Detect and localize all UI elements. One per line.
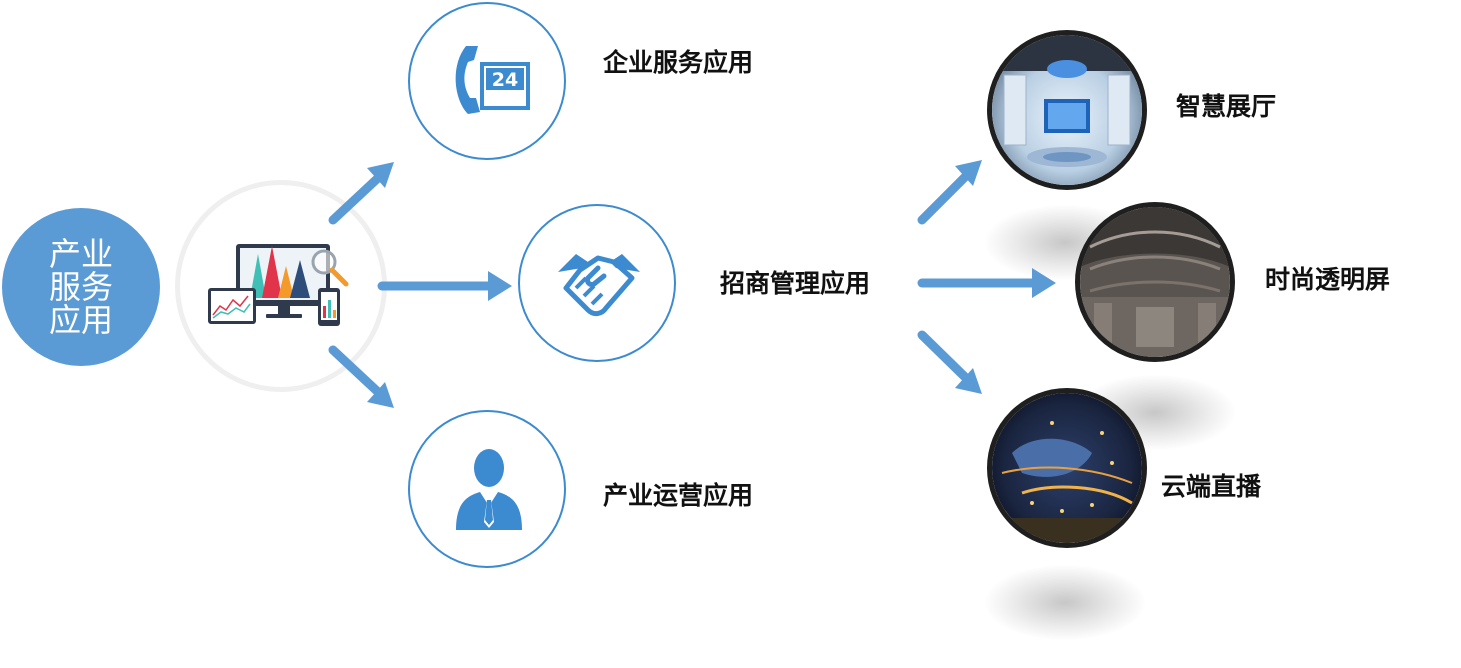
transparent-screen-photo[interactable] bbox=[1075, 202, 1235, 362]
arrowhead bbox=[488, 271, 512, 301]
investment-label: 招商管理应用 bbox=[720, 269, 871, 298]
arrowhead bbox=[955, 160, 982, 186]
transparent-screen-image bbox=[1080, 207, 1230, 357]
screen-label: 时尚透明屏 bbox=[1265, 265, 1391, 294]
operation-label: 产业运营应用 bbox=[603, 481, 754, 510]
svg-text:24: 24 bbox=[492, 69, 518, 91]
exhibition-label: 智慧展厅 bbox=[1176, 92, 1277, 121]
analytics-dashboard-icon bbox=[208, 244, 349, 326]
enterprise-node[interactable]: 24 bbox=[408, 2, 566, 160]
arrow-to-operation bbox=[328, 345, 383, 397]
root-label-line: 服务 bbox=[48, 267, 113, 306]
arrowhead bbox=[367, 162, 394, 188]
livestream-label: 云端直播 bbox=[1161, 472, 1262, 501]
root-label-line: 应用 bbox=[48, 300, 113, 339]
root-label-line: 产业 bbox=[48, 234, 113, 273]
arrow-to-exhibition bbox=[917, 171, 971, 225]
arrowhead bbox=[1032, 268, 1056, 298]
root-node: 产业 服务 应用 bbox=[2, 208, 160, 366]
arrowhead bbox=[955, 368, 982, 394]
arrow-to-enterprise bbox=[328, 173, 383, 225]
handshake-icon bbox=[558, 254, 640, 317]
enterprise-label: 企业服务应用 bbox=[603, 48, 754, 77]
arrowhead bbox=[367, 382, 394, 408]
photo-shadow bbox=[985, 565, 1145, 640]
exhibition-hall-photo[interactable] bbox=[987, 30, 1147, 190]
city-night-panorama-image bbox=[992, 393, 1142, 543]
businessman-icon bbox=[456, 449, 522, 530]
24h-phone-icon: 24 bbox=[455, 46, 530, 114]
city-night-panorama-photo[interactable] bbox=[987, 388, 1147, 548]
arrow-to-livestream bbox=[917, 330, 971, 383]
exhibition-hall-image bbox=[992, 35, 1142, 185]
investment-node[interactable] bbox=[518, 204, 676, 362]
operation-node[interactable] bbox=[408, 410, 566, 568]
